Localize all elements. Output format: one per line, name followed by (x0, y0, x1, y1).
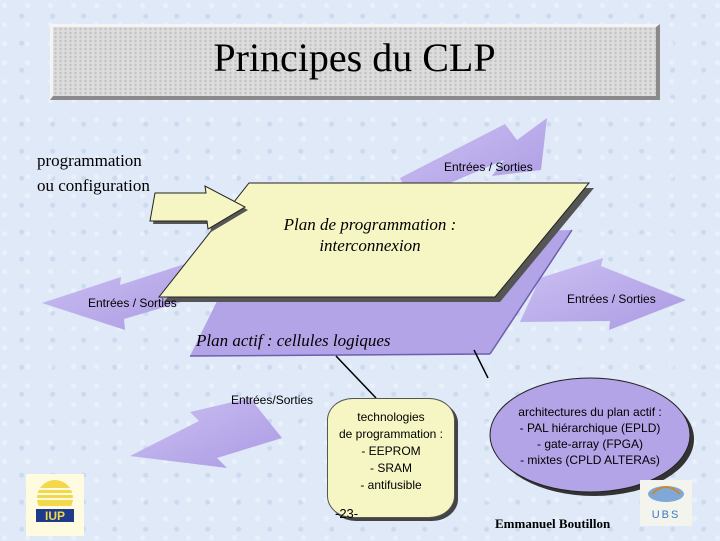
ubs-logo: UBS (640, 480, 692, 526)
architectures-line-4: - mixtes (CPLD ALTERAs) (520, 453, 660, 467)
title-box: Principes du CLP (50, 24, 660, 100)
io-label-left: Entrées / Sorties (88, 296, 177, 310)
active-plane-label: Plan actif : cellules logiques (196, 331, 391, 350)
programming-label-line-1: programmation (37, 151, 142, 170)
technologies-box: technologies de programmation : - EEPROM… (327, 398, 455, 518)
architectures-ellipse (489, 377, 691, 493)
iup-logo-graphic: IUP (32, 480, 78, 523)
programming-plane-label-line-1: Plan de programmation : (283, 215, 457, 234)
technologies-line-1: technologies (357, 410, 425, 424)
architectures-line-1: architectures du plan actif : (518, 405, 662, 419)
programming-label: programmation ou configuration (37, 148, 150, 198)
io-arrow-bottom-left (130, 398, 282, 468)
io-label-right: Entrées / Sorties (567, 292, 656, 306)
technologies-line-5: - antifusible (360, 478, 422, 492)
connector-line-technologies (335, 355, 377, 399)
architectures-line-2: - PAL hiérarchique (EPLD) (519, 421, 661, 435)
io-label-top: Entrées / Sorties (444, 160, 533, 174)
io-label-bottom: Entrées/Sorties (231, 393, 314, 407)
io-arrow-left (42, 258, 205, 330)
iup-logo-text: IUP (45, 509, 65, 523)
io-arrow-right (520, 258, 686, 330)
programming-plane-label-line-2: interconnexion (319, 236, 421, 255)
iup-logo: IUP (26, 474, 84, 536)
io-arrow-top-right (400, 118, 547, 200)
page-number: -23- (335, 506, 359, 521)
technologies-line-4: - SRAM (370, 461, 412, 475)
architectures-line-3: - gate-array (FPGA) (536, 437, 644, 451)
ubs-logo-text: UBS (652, 509, 681, 521)
author-name: Emmanuel Boutillon (495, 516, 611, 531)
connector-line-architectures (473, 349, 489, 379)
ubs-logo-graphic: UBS (648, 486, 684, 521)
architectures-text: architectures du plan actif : - PAL hiér… (492, 404, 688, 468)
technologies-line-2: de programmation : (338, 427, 444, 441)
technologies-line-3: - EEPROM (361, 444, 421, 458)
programming-plane-label: Plan de programmation : interconnexion (240, 214, 500, 256)
programming-label-line-2: ou configuration (37, 176, 150, 195)
slide-title: Principes du CLP (213, 35, 496, 80)
programming-input-arrow (149, 185, 247, 230)
programming-plane (157, 182, 591, 298)
